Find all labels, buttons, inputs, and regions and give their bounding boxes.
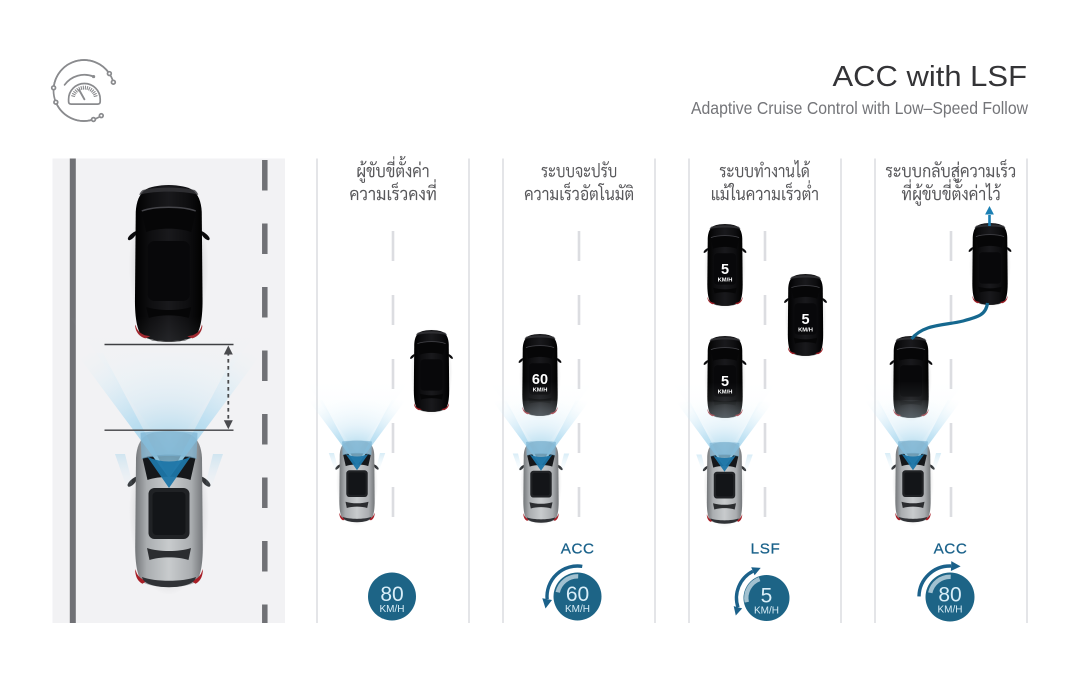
svg-text:80: 80 bbox=[380, 583, 403, 606]
svg-text:KM/H: KM/H bbox=[718, 278, 733, 284]
svg-text:Adaptive Cruise Control with L: Adaptive Cruise Control with Low–Speed F… bbox=[691, 98, 1028, 118]
svg-text:LSF: LSF bbox=[751, 540, 781, 557]
svg-text:80: 80 bbox=[938, 584, 961, 607]
svg-text:KM/H: KM/H bbox=[798, 328, 813, 334]
svg-text:ACC: ACC bbox=[934, 540, 968, 557]
svg-text:ACC with LSF: ACC with LSF bbox=[833, 61, 1028, 93]
svg-text:5: 5 bbox=[801, 312, 809, 328]
svg-text:KM/H: KM/H bbox=[754, 606, 779, 617]
svg-text:5: 5 bbox=[721, 262, 729, 278]
svg-text:KM/H: KM/H bbox=[380, 604, 405, 615]
svg-text:KM/H: KM/H bbox=[938, 605, 963, 616]
svg-text:ACC: ACC bbox=[561, 540, 595, 557]
svg-text:60: 60 bbox=[566, 583, 589, 606]
svg-text:KM/H: KM/H bbox=[565, 604, 590, 615]
svg-text:5: 5 bbox=[721, 374, 729, 390]
svg-text:5: 5 bbox=[761, 585, 773, 608]
